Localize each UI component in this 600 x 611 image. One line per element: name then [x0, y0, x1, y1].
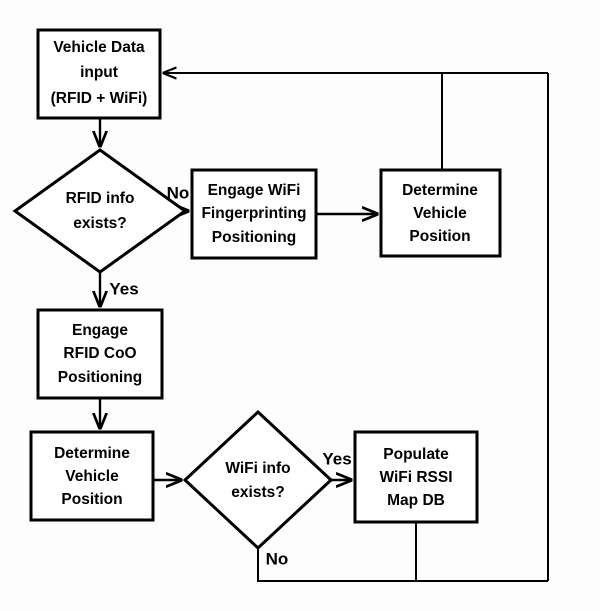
node-wifi-info-exists[interactable]: WiFi info exists? [182, 409, 334, 551]
node-determine-vehicle-position-bottom-line-2: Vehicle [65, 468, 119, 485]
node-determine-vehicle-position-bottom-line-3: Position [61, 491, 122, 508]
edge-label-rfid-no: No [167, 183, 190, 202]
node-engage-wifi-fingerprinting[interactable]: Engage WiFi Fingerprinting Positioning [190, 168, 318, 260]
node-engage-rfid-coo[interactable]: Engage RFID CoO Positioning [36, 308, 164, 400]
node-rfid-info-exists-line-1: RFID info [66, 190, 135, 207]
node-rfid-info-exists-line-2: exists? [73, 215, 126, 232]
node-populate-wifi-rssi-map-db-line-1: Populate [383, 446, 449, 463]
node-vehicle-data-input[interactable]: Vehicle Data input (RFID + WiFi) [36, 28, 162, 120]
edge-label-rfid-yes: Yes [109, 279, 138, 298]
node-determine-vehicle-position-top-line-1: Determine [402, 182, 478, 199]
node-determine-vehicle-position-top-line-2: Vehicle [413, 205, 467, 222]
node-wifi-info-exists-line-2: exists? [231, 484, 284, 501]
node-engage-rfid-coo-line-3: Positioning [58, 369, 142, 386]
node-populate-wifi-rssi-map-db-line-3: Map DB [387, 492, 445, 509]
node-engage-wifi-fingerprinting-line-1: Engage WiFi [208, 182, 301, 199]
node-rfid-info-exists[interactable]: RFID info exists? [12, 148, 188, 274]
node-determine-vehicle-position-top[interactable]: Determine Vehicle Position [379, 168, 502, 258]
node-engage-wifi-fingerprinting-line-3: Positioning [212, 229, 296, 246]
edge-label-wifi-no: No [266, 549, 289, 568]
node-engage-rfid-coo-line-1: Engage [72, 322, 128, 339]
node-determine-vehicle-position-top-line-3: Position [409, 228, 470, 245]
node-populate-wifi-rssi-map-db[interactable]: Populate WiFi RSSI Map DB [353, 430, 479, 524]
edge-label-wifi-yes: Yes [322, 449, 351, 468]
node-engage-rfid-coo-line-2: RFID CoO [63, 345, 136, 362]
node-vehicle-data-input-line-2: input [80, 64, 118, 81]
edge-outer-right-rail [164, 73, 549, 581]
node-determine-vehicle-position-bottom-line-1: Determine [54, 445, 130, 462]
node-engage-wifi-fingerprinting-line-2: Fingerprinting [201, 205, 306, 222]
node-vehicle-data-input-line-3: (RFID + WiFi) [51, 90, 148, 107]
node-vehicle-data-input-line-1: Vehicle Data [53, 39, 145, 56]
node-populate-wifi-rssi-map-db-line-2: WiFi RSSI [379, 469, 452, 486]
node-wifi-info-exists-line-1: WiFi info [225, 460, 290, 477]
node-determine-vehicle-position-bottom[interactable]: Determine Vehicle Position [29, 430, 155, 522]
edge-wifi-no-to-feedback [257, 548, 548, 582]
